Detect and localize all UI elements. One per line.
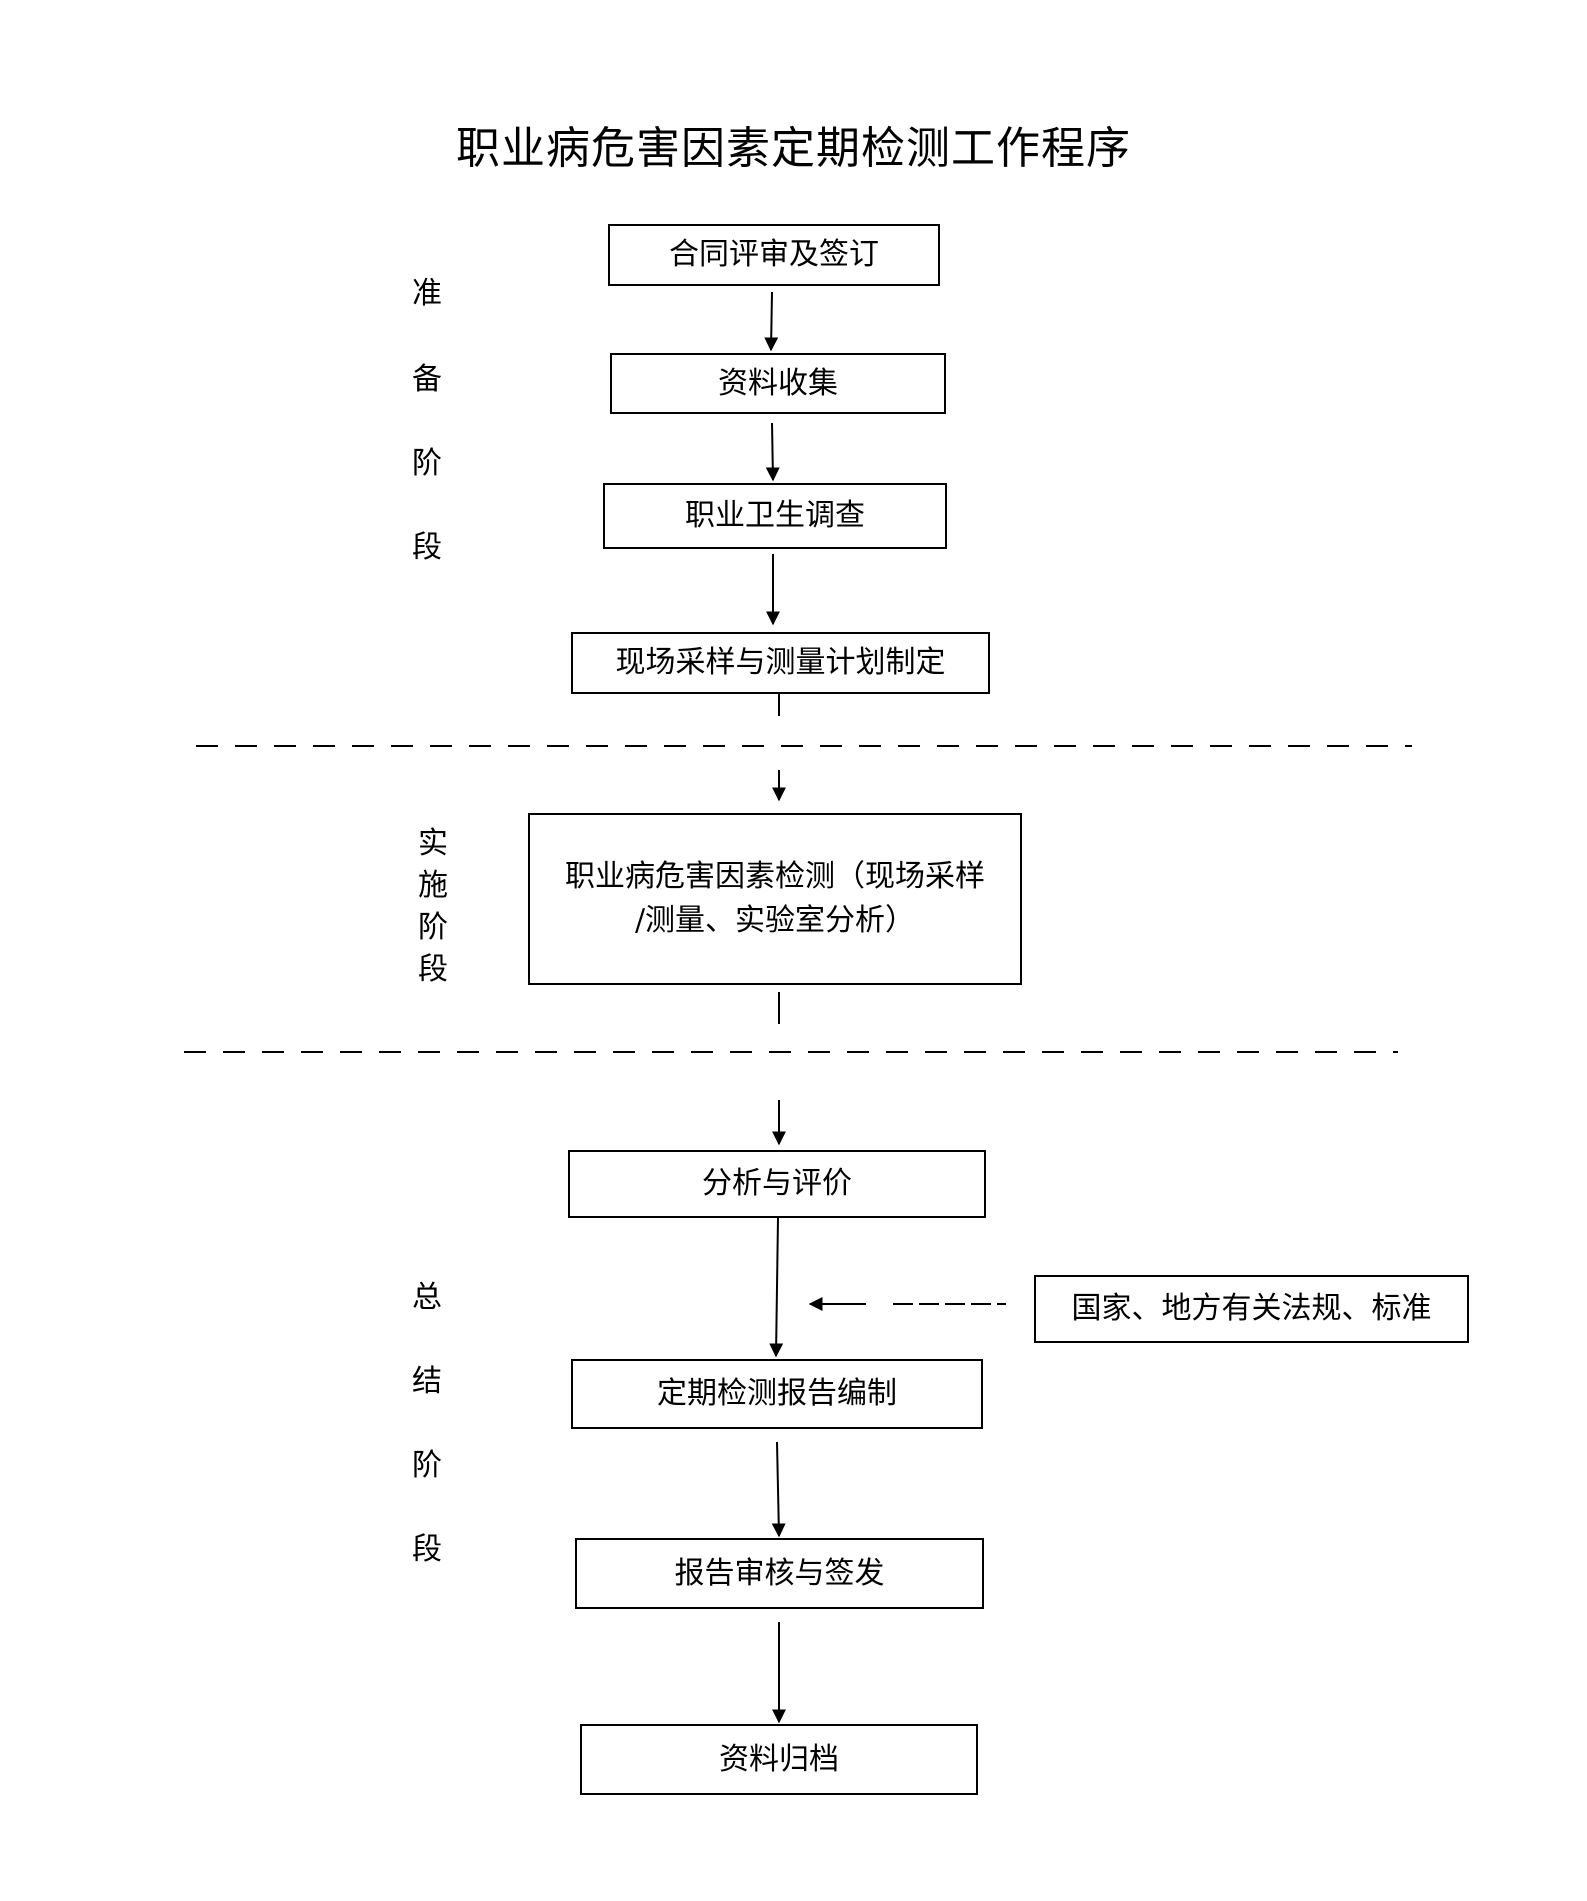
step-report-compilation: 定期检测报告编制 (571, 1359, 983, 1429)
step-hazard-detection-line-2: /测量、实验室分析） (634, 903, 916, 938)
stage-summary-char-4: 段 (412, 1532, 442, 1567)
step-report-compilation-label: 定期检测报告编制 (657, 1376, 897, 1411)
step-archiving: 资料归档 (580, 1724, 978, 1795)
step-report-review-label: 报告审核与签发 (674, 1555, 885, 1591)
page-title: 职业病危害因素定期检测工作程序 (456, 123, 1131, 174)
input-regulations-standards: 国家、地方有关法规、标准 (1034, 1275, 1469, 1343)
step-archiving-label: 资料归档 (719, 1741, 839, 1777)
stage-impl-char-1: 实 (418, 826, 448, 861)
step-analysis-evaluation: 分析与评价 (568, 1150, 986, 1218)
stage-summary-char-1: 总 (412, 1280, 442, 1315)
step-data-collection-label: 资料收集 (718, 365, 838, 401)
step-sampling-plan-label: 现场采样与测量计划制定 (615, 645, 946, 680)
step-contract-review: 合同评审及签订 (608, 224, 940, 286)
stage-impl-char-2: 施 (418, 868, 448, 903)
stage-prep-char-4: 段 (412, 530, 442, 565)
arrow-collect-to-survey (765, 422, 780, 482)
stage-prep-char-3: 阶 (412, 446, 442, 481)
step-report-review: 报告审核与签发 (575, 1538, 984, 1609)
stage-prep-char-2: 备 (412, 362, 442, 397)
step-hazard-detection: 职业病危害因素检测（现场采样 /测量、实验室分析） (528, 813, 1022, 985)
input-regulations-standards-label: 国家、地方有关法规、标准 (1071, 1291, 1432, 1326)
arrow-contract-to-collect (764, 291, 779, 352)
step-hygiene-survey-label: 职业卫生调查 (685, 498, 865, 533)
step-contract-review-label: 合同评审及签订 (669, 237, 879, 272)
stage-prep-char-1: 准 (412, 276, 442, 311)
step-hazard-detection-line-1: 职业病危害因素检测（现场采样 (565, 859, 985, 894)
step-analysis-evaluation-label: 分析与评价 (702, 1166, 852, 1201)
step-hygiene-survey: 职业卫生调查 (603, 483, 947, 549)
stage-summary-char-2: 结 (412, 1364, 442, 1399)
arrow-analysis-to-report (769, 1217, 784, 1358)
step-data-collection: 资料收集 (610, 353, 946, 414)
arrow-report-to-review (771, 1441, 786, 1538)
step-sampling-plan: 现场采样与测量计划制定 (571, 632, 990, 694)
stage-impl-char-3: 阶 (418, 910, 448, 945)
stage-summary-char-3: 阶 (412, 1448, 442, 1483)
stage-impl-char-4: 段 (418, 952, 448, 987)
